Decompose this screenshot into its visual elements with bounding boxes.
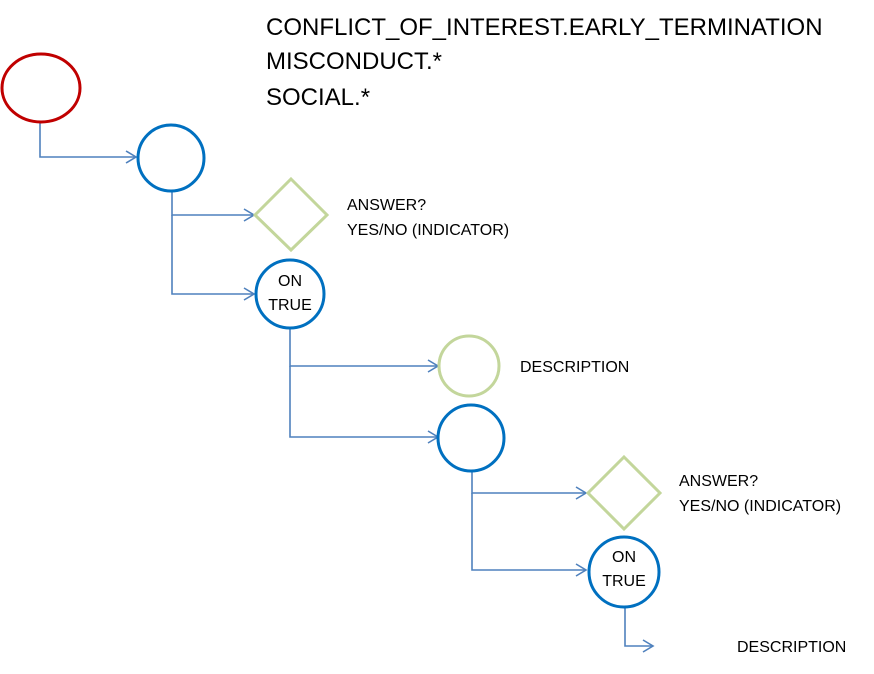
connector-ontrue-to-subnode	[289, 366, 437, 438]
connector-start-to-node	[39, 121, 135, 158]
header-line-1: CONFLICT_OF_INTEREST.EARLY_TERMINATION	[266, 14, 823, 41]
arrowhead	[243, 287, 256, 301]
connector-subnode-to-ontrue	[471, 493, 585, 571]
connector-ontrue-to-description-node	[289, 328, 437, 367]
final-description-label: DESCRIPTION	[737, 639, 847, 656]
description-node	[437, 334, 501, 398]
header-line-3: SOCIAL.*	[266, 84, 371, 111]
on-true-2-line-2: TRUE	[602, 573, 646, 590]
start-node	[0, 52, 82, 124]
arrowhead	[642, 639, 655, 653]
header-line-2: MISCONDUCT.*	[266, 48, 443, 75]
on-true-2-line-1: ON	[612, 549, 636, 566]
on-true-1-line-1: ON	[278, 273, 302, 290]
on-true-node-2	[587, 535, 661, 609]
decision-2-label-line-2: YES/NO (INDICATOR)	[679, 498, 842, 515]
process-node-1	[136, 123, 206, 193]
on-true-1-line-2: TRUE	[268, 297, 312, 314]
arrowhead	[575, 563, 588, 577]
description-label: DESCRIPTION	[520, 359, 630, 376]
decision-node-2	[585, 454, 663, 532]
decision-2-label-line-1: ANSWER?	[679, 473, 759, 490]
decision-node-1	[252, 176, 330, 253]
connector-node-to-decision	[171, 190, 253, 216]
arrowhead	[125, 150, 138, 164]
connector-node-to-ontrue	[171, 215, 253, 295]
process-node-2	[436, 403, 506, 473]
decision-1-label-line-1: ANSWER?	[347, 197, 427, 214]
connector-subnode-to-decision	[471, 470, 585, 494]
on-true-node-1	[254, 258, 326, 330]
decision-1-label-line-2: YES/NO (INDICATOR)	[347, 222, 510, 239]
connector-ontrue-to-final-description	[624, 608, 652, 647]
